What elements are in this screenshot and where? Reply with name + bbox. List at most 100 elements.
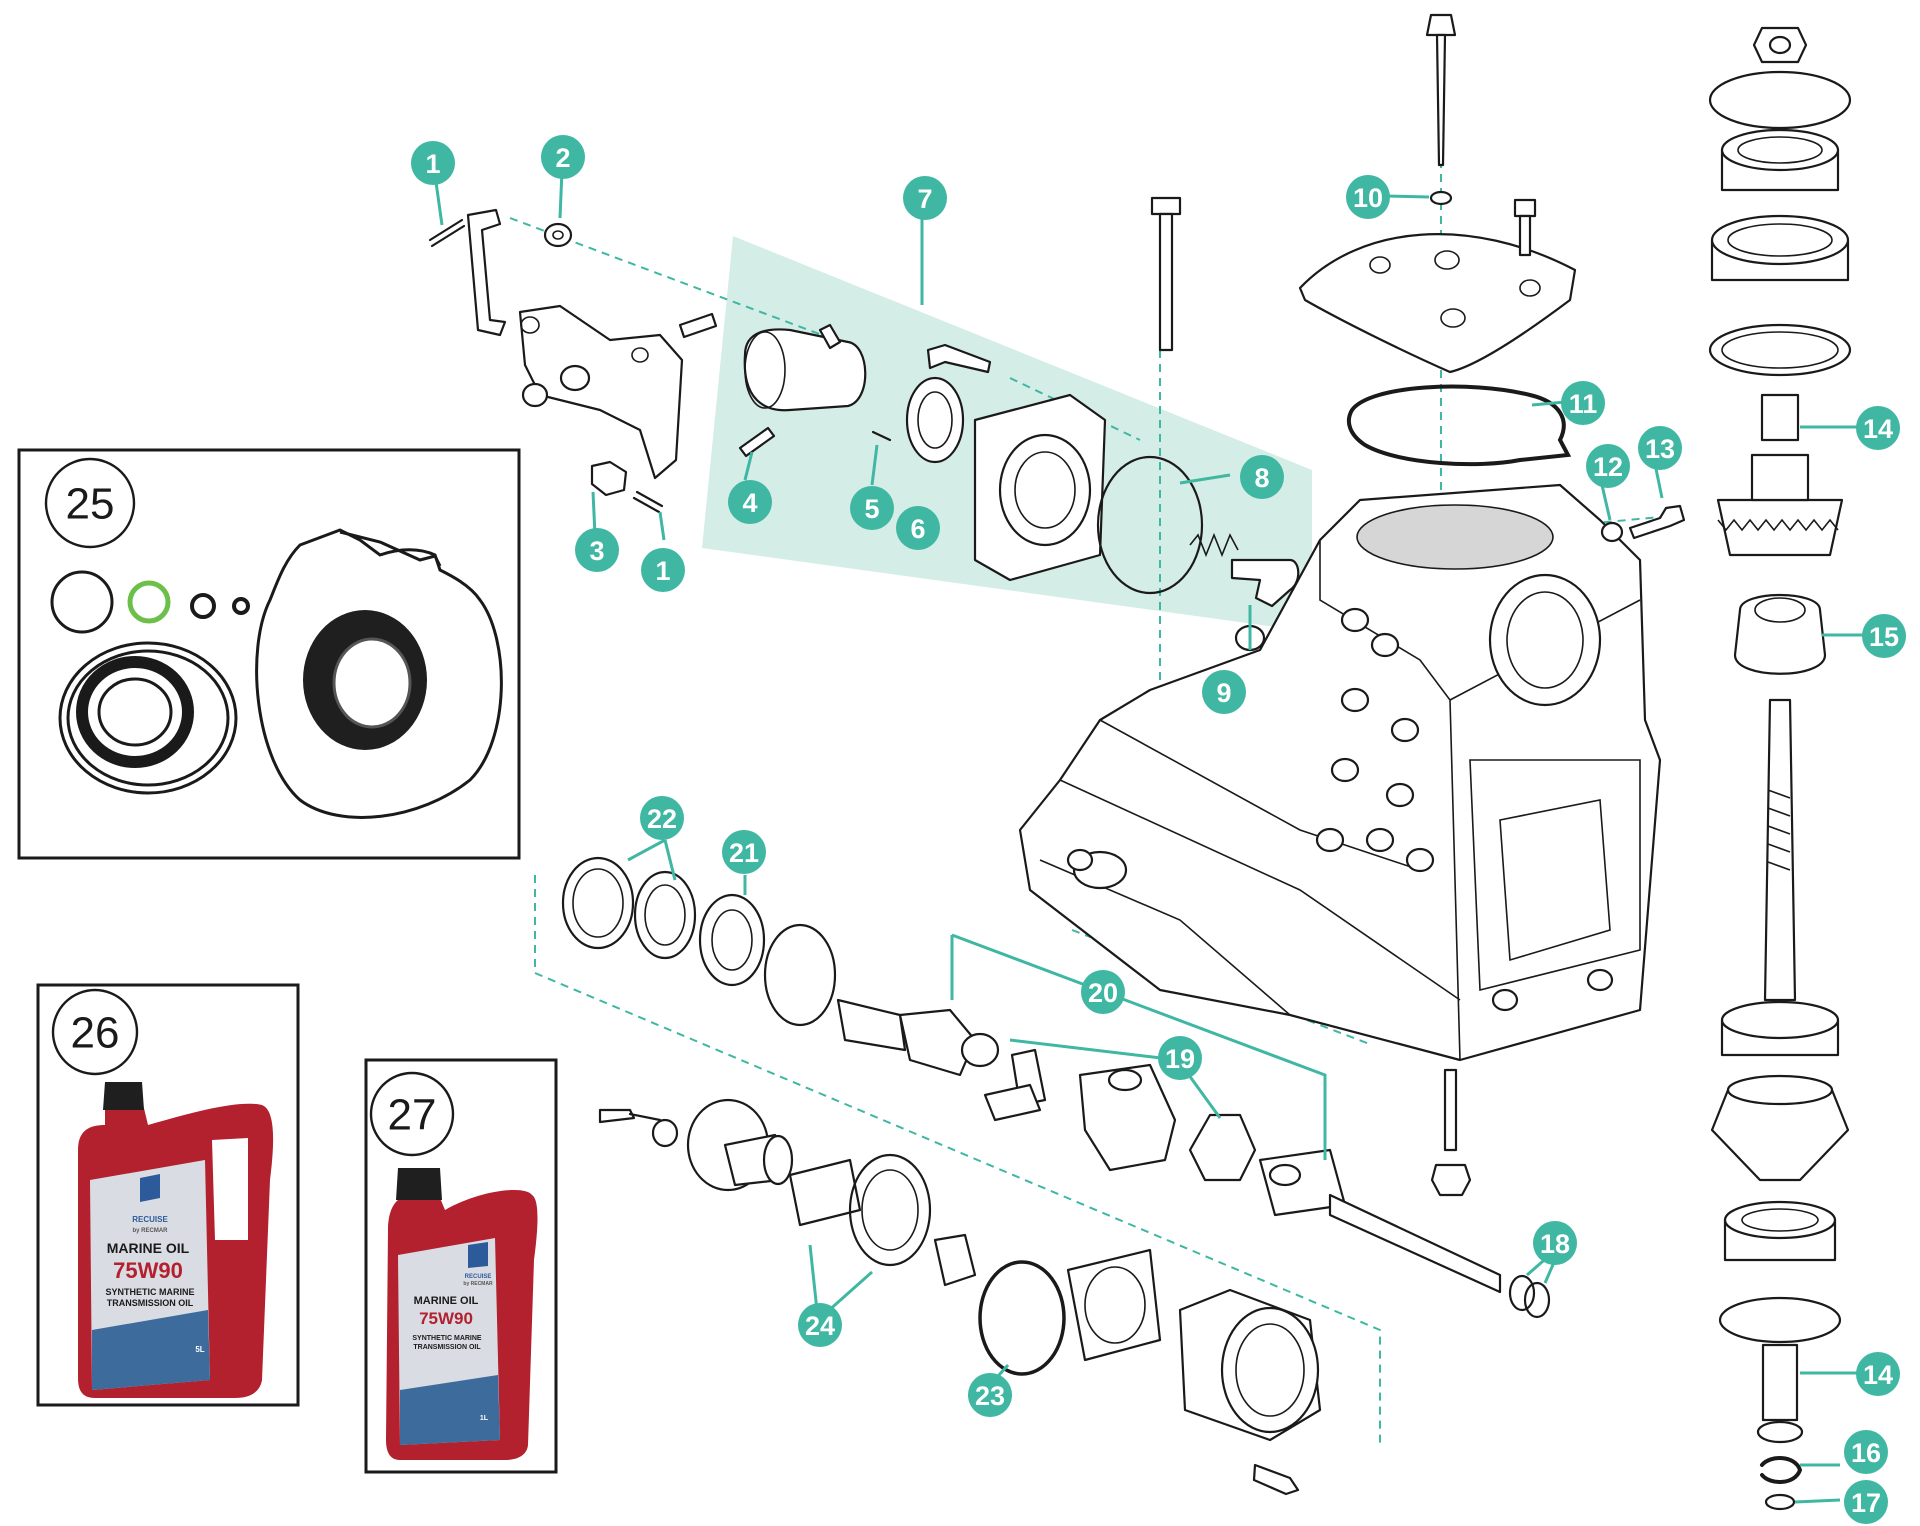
oil-5l-desc-2: TRANSMISSION OIL bbox=[107, 1298, 194, 1308]
oil-5l-brand-sub: by RECMAR bbox=[132, 1228, 168, 1234]
callout-20[interactable]: 20 bbox=[1081, 970, 1125, 1014]
callout-7[interactable]: 7 bbox=[903, 176, 947, 220]
shift-housing-bore-inner bbox=[1014, 451, 1076, 529]
dipstick bbox=[1425, 13, 1457, 167]
cover-hole bbox=[1434, 250, 1460, 270]
callout-16[interactable]: 16 bbox=[1844, 1430, 1888, 1474]
callout-5[interactable]: 5 bbox=[850, 486, 894, 530]
svg-text:14: 14 bbox=[1863, 1360, 1893, 1390]
callout-15[interactable]: 15 bbox=[1862, 614, 1906, 658]
svg-text:10: 10 bbox=[1353, 183, 1383, 213]
bracket-hole bbox=[631, 347, 649, 363]
svg-text:23: 23 bbox=[975, 1381, 1005, 1411]
callout-18[interactable]: 18 bbox=[1533, 1221, 1577, 1265]
bracket-bolt bbox=[678, 312, 718, 339]
split-pin-bottom bbox=[632, 490, 664, 514]
seal-kit-inset[interactable]: 25 bbox=[17, 448, 521, 860]
pin-5 bbox=[871, 430, 892, 442]
shift-cylinder-7 bbox=[743, 328, 867, 412]
callout-14-upper[interactable]: 14 bbox=[1856, 406, 1900, 450]
kit-large-ring-inner bbox=[66, 649, 230, 787]
svg-text:2: 2 bbox=[555, 143, 570, 173]
oil-5l-grade: 75W90 bbox=[113, 1258, 183, 1283]
bracket-washer bbox=[559, 364, 591, 392]
bolt-13 bbox=[1628, 504, 1686, 540]
link-rod bbox=[466, 208, 507, 337]
callout-23[interactable]: 23 bbox=[968, 1373, 1012, 1417]
seal-ring-10 bbox=[1429, 190, 1453, 206]
callout-24[interactable]: 24 bbox=[798, 1303, 842, 1347]
callout-9[interactable]: 9 bbox=[1202, 670, 1246, 714]
callout-3[interactable]: 3 bbox=[575, 528, 619, 572]
oil-1l-inset[interactable]: 27 RECUISE by RECMAR MARINE OIL 75W90 SY… bbox=[364, 1058, 558, 1474]
pin-4 bbox=[738, 426, 776, 458]
housing-bolt bbox=[926, 343, 992, 374]
kit-tiny-ring bbox=[232, 597, 250, 615]
svg-text:5: 5 bbox=[864, 494, 879, 524]
lower-nut bbox=[1430, 1163, 1472, 1197]
svg-text:14: 14 bbox=[1863, 414, 1893, 444]
nut-3 bbox=[590, 460, 628, 497]
svg-text:17: 17 bbox=[1851, 1488, 1881, 1518]
callout-17[interactable]: 17 bbox=[1844, 1480, 1888, 1524]
kit-gasket bbox=[255, 528, 503, 819]
callout-6[interactable]: 6 bbox=[896, 506, 940, 550]
svg-text:13: 13 bbox=[1645, 434, 1675, 464]
kit-seal bbox=[76, 656, 194, 768]
svg-text:21: 21 bbox=[729, 838, 759, 868]
oil-1l-volume: 1L bbox=[480, 1415, 489, 1422]
inset-number-25: 25 bbox=[44, 457, 136, 549]
callout-8[interactable]: 8 bbox=[1240, 455, 1284, 499]
cover-bolt-shank bbox=[1518, 214, 1532, 257]
callout-10[interactable]: 10 bbox=[1346, 175, 1390, 219]
svg-text:11: 11 bbox=[1569, 389, 1598, 419]
inset-number-27: 27 bbox=[369, 1071, 455, 1157]
callout-19[interactable]: 19 bbox=[1158, 1036, 1202, 1080]
lower-stud bbox=[1443, 1068, 1458, 1152]
seal-6 bbox=[905, 376, 965, 464]
svg-text:7: 7 bbox=[917, 184, 932, 214]
callout-21[interactable]: 21 bbox=[722, 830, 766, 874]
gasket-11 bbox=[1346, 384, 1572, 467]
oil-1l-desc-2: TRANSMISSION OIL bbox=[413, 1344, 481, 1351]
callout-12[interactable]: 12 bbox=[1586, 444, 1630, 488]
gearbox-housing bbox=[1018, 483, 1662, 1062]
svg-text:26: 26 bbox=[71, 1009, 120, 1058]
svg-text:8: 8 bbox=[1254, 463, 1269, 493]
oil-1l-desc-1: SYNTHETIC MARINE bbox=[412, 1335, 482, 1342]
shift-cylinder-face bbox=[744, 331, 786, 409]
oil-jug-5l bbox=[78, 1082, 274, 1398]
shift-lever-eye bbox=[818, 323, 842, 350]
shift-housing-bore bbox=[998, 433, 1092, 547]
kit-large-seal-bore bbox=[332, 637, 412, 729]
cover-hole bbox=[1440, 308, 1466, 328]
top-cover bbox=[1298, 233, 1577, 374]
oil-5l-product: MARINE OIL bbox=[107, 1240, 190, 1256]
cover-bolt-head bbox=[1513, 198, 1537, 218]
bracket-washer bbox=[521, 382, 549, 408]
oil-1l-brand: RECUISE bbox=[465, 1274, 492, 1280]
washer-2 bbox=[543, 222, 573, 248]
svg-text:16: 16 bbox=[1851, 1438, 1881, 1468]
oil-1l-product: MARINE OIL bbox=[414, 1295, 479, 1307]
svg-text:25: 25 bbox=[66, 480, 115, 529]
callout-13[interactable]: 13 bbox=[1638, 426, 1682, 470]
kit-large-ring bbox=[58, 641, 238, 795]
washer-2-hole bbox=[552, 230, 564, 240]
callout-1[interactable]: 1 bbox=[411, 141, 455, 185]
callout-11[interactable]: 11 bbox=[1561, 381, 1605, 425]
oil-5l-desc-1: SYNTHETIC MARINE bbox=[105, 1287, 194, 1297]
svg-text:18: 18 bbox=[1540, 1229, 1570, 1259]
svg-text:15: 15 bbox=[1869, 622, 1899, 652]
callout-4[interactable]: 4 bbox=[728, 480, 772, 524]
svg-text:1: 1 bbox=[655, 556, 670, 586]
callout-2[interactable]: 2 bbox=[541, 135, 585, 179]
split-pin-top bbox=[428, 218, 466, 248]
oil-5l-inset[interactable]: 26 RECUISE by RECMAR MARINE OIL 75W90 SY… bbox=[36, 983, 300, 1407]
oil-5l-brand: RECUISE bbox=[132, 1215, 168, 1224]
callout-1-lower[interactable]: 1 bbox=[641, 548, 685, 592]
callout-22[interactable]: 22 bbox=[640, 796, 684, 840]
callout-14-lower[interactable]: 14 bbox=[1856, 1352, 1900, 1396]
kit-green-o-ring bbox=[127, 580, 171, 624]
kit-gasket-tab bbox=[339, 530, 442, 567]
